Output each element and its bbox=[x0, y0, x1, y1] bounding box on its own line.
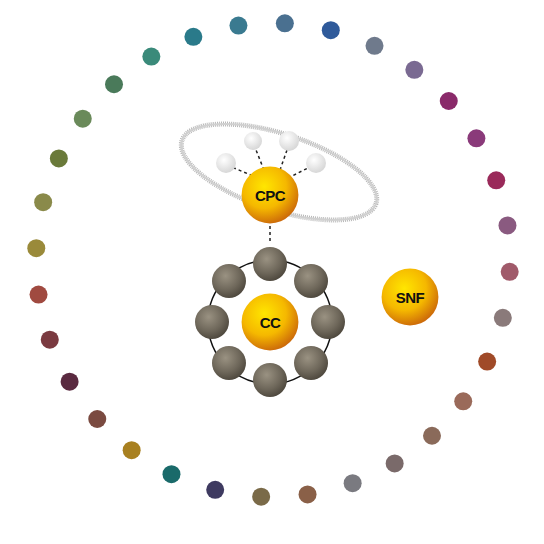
subunit-dot bbox=[253, 363, 287, 397]
tether-line bbox=[269, 226, 271, 244]
node-label: CC bbox=[260, 314, 281, 331]
pale-dot bbox=[306, 153, 326, 173]
ring-dot bbox=[386, 454, 404, 472]
ring-dot bbox=[423, 427, 441, 445]
ring-dot bbox=[34, 193, 52, 211]
tether-line bbox=[280, 150, 287, 170]
orbit-ring bbox=[170, 104, 388, 239]
ring-dot bbox=[498, 216, 516, 234]
ring-dot bbox=[344, 474, 362, 492]
ring-dot bbox=[478, 353, 496, 371]
ring-dot bbox=[299, 485, 317, 503]
ring-dot bbox=[206, 481, 224, 499]
protein-circle: CPC bbox=[241, 166, 299, 224]
tether-lines bbox=[234, 150, 308, 244]
ring-dot bbox=[252, 488, 270, 506]
orbit-ring bbox=[170, 104, 388, 239]
pale-dot bbox=[244, 132, 262, 150]
ring-dot bbox=[467, 129, 485, 147]
ring-dot bbox=[322, 21, 340, 39]
protein-disc bbox=[242, 294, 299, 351]
subunit-dot bbox=[311, 305, 345, 339]
protein-disc bbox=[382, 269, 439, 326]
subunit-dot bbox=[195, 305, 229, 339]
subunit-dot bbox=[212, 264, 246, 298]
node-label: SNF bbox=[396, 289, 425, 306]
subunit-dot bbox=[294, 264, 328, 298]
subunit-dot bbox=[253, 247, 287, 281]
ring-dot bbox=[454, 392, 472, 410]
protein-circle: SNF bbox=[381, 268, 439, 326]
ring-dot bbox=[440, 92, 458, 110]
ring-dot bbox=[123, 441, 141, 459]
subunit-dot bbox=[294, 346, 328, 380]
ring-dot bbox=[30, 286, 48, 304]
ring-dot bbox=[88, 410, 106, 428]
outer-dot-ring bbox=[27, 14, 518, 505]
ring-dot bbox=[41, 331, 59, 349]
ring-dot bbox=[162, 465, 180, 483]
ring-dot bbox=[487, 171, 505, 189]
pale-dot bbox=[216, 153, 236, 173]
ring-dot bbox=[366, 37, 384, 55]
ring-dot bbox=[50, 149, 68, 167]
ring-dot bbox=[501, 263, 519, 281]
protein-disc bbox=[242, 167, 299, 224]
subunit-dot bbox=[212, 346, 246, 380]
ring-dot bbox=[276, 14, 294, 32]
ring-dot bbox=[61, 373, 79, 391]
ring-dot bbox=[184, 28, 202, 46]
node-label: CPC bbox=[255, 187, 285, 204]
ring-dot bbox=[27, 239, 45, 257]
ring-dot bbox=[405, 61, 423, 79]
protein-circle: CC bbox=[241, 293, 299, 351]
complex-dots bbox=[195, 247, 345, 397]
tether-line bbox=[256, 150, 264, 170]
ring-dot bbox=[105, 75, 123, 93]
pale-dot bbox=[279, 131, 299, 151]
ring-dot bbox=[142, 48, 160, 66]
ring-dot bbox=[494, 309, 512, 327]
ring-dot bbox=[229, 17, 247, 35]
ring-dot bbox=[74, 110, 92, 128]
